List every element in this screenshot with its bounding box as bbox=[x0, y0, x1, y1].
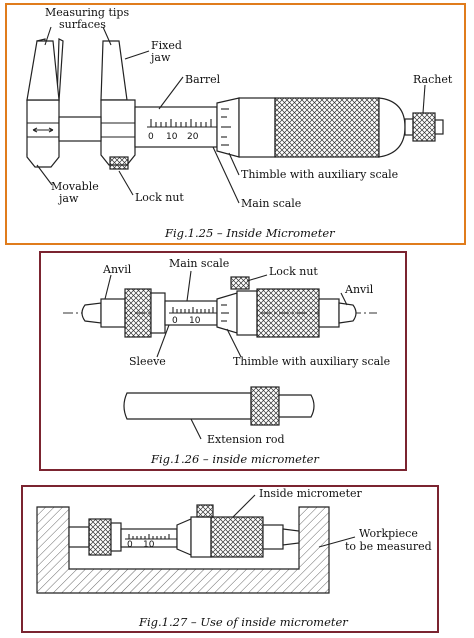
label-workpiece: Workpiece bbox=[359, 527, 418, 540]
fixed-jaw bbox=[100, 99, 136, 166]
figure-inside-micrometer-2: 0 10 Anvil Main scale Lock nut Anvil Sle… bbox=[39, 251, 407, 471]
label-movable: Movable bbox=[51, 180, 99, 193]
fig3-thimble-grip bbox=[210, 516, 264, 558]
fixed-jaw-tip bbox=[100, 40, 128, 101]
figure-caption: Fig.1.25 – Inside Micrometer bbox=[164, 226, 336, 240]
fig3-lock-nut bbox=[196, 504, 214, 518]
label-main-scale: Main scale bbox=[169, 257, 229, 270]
label-surfaces: surfaces bbox=[59, 18, 106, 31]
fig3-thimble bbox=[176, 518, 192, 556]
fig2-lock-nut bbox=[230, 276, 250, 290]
scale-number: 0 bbox=[148, 132, 154, 142]
scale-number: 10 bbox=[166, 132, 178, 142]
ratchet-end bbox=[434, 119, 444, 135]
label-anvil-left: Anvil bbox=[102, 263, 132, 276]
label-to-be-measured: to be measured bbox=[345, 540, 432, 553]
figure-inside-micrometer: 0 10 20 Measuring tips surfaces Fixed ja… bbox=[5, 3, 466, 245]
label-sleeve: Sleeve bbox=[129, 355, 166, 368]
scale-number: 10 bbox=[189, 316, 201, 326]
inside-micrometer-drawing: 0 10 20 Measuring tips surfaces Fixed ja… bbox=[26, 6, 453, 240]
scale-number: 0 bbox=[172, 316, 178, 326]
fig2-scale-ticks bbox=[172, 307, 214, 313]
movable-jaw-tip bbox=[26, 40, 60, 101]
thimble-ticks bbox=[221, 108, 231, 146]
lock-nut bbox=[109, 156, 129, 170]
right-anvil bbox=[338, 302, 357, 324]
label-thimble: Thimble with auxiliary scale bbox=[233, 355, 390, 368]
label-anvil-right: Anvil bbox=[344, 283, 374, 296]
fig3-left-nut bbox=[88, 518, 112, 556]
fig3-left-anvil bbox=[68, 526, 90, 548]
figure-caption: Fig.1.26 – inside micrometer bbox=[150, 452, 320, 466]
movable-jaw-body bbox=[26, 99, 60, 168]
left-collar bbox=[100, 298, 126, 328]
label-barrel: Barrel bbox=[185, 73, 221, 86]
main-scale-ticks bbox=[150, 119, 212, 127]
left-anvil bbox=[81, 302, 102, 324]
label-jaw: jaw bbox=[149, 51, 171, 64]
ratchet-neck bbox=[404, 118, 414, 136]
scale-number: 0 bbox=[127, 540, 133, 550]
extension-rod-collar bbox=[250, 386, 280, 426]
label-inside-micrometer: Inside micrometer bbox=[259, 487, 363, 500]
label-measuring-tips: Measuring tips bbox=[45, 6, 129, 19]
use-of-inside-micrometer-drawing: 0 10 Inside micrometer Workpiece to be m… bbox=[36, 487, 432, 629]
ratchet bbox=[412, 112, 436, 142]
label-lock-nut: Lock nut bbox=[269, 265, 318, 278]
scale-number: 20 bbox=[187, 132, 199, 142]
label-movable-jaw: jaw bbox=[57, 192, 79, 205]
label-thimble: Thimble with auxiliary scale bbox=[241, 168, 398, 181]
label-main-scale: Main scale bbox=[241, 197, 301, 210]
thimble-body bbox=[238, 97, 276, 158]
label-fixed: Fixed bbox=[151, 39, 182, 52]
scale-number: 10 bbox=[143, 540, 155, 550]
label-lock-nut: Lock nut bbox=[135, 191, 184, 204]
thimble-end bbox=[378, 97, 406, 158]
figure-caption: Fig.1.27 – Use of inside micrometer bbox=[138, 615, 349, 629]
label-rachet: Rachet bbox=[413, 73, 453, 86]
fig2-thimble-grip bbox=[256, 288, 320, 338]
extension-rod bbox=[123, 392, 252, 420]
label-extension-rod: Extension rod bbox=[207, 433, 285, 446]
jaw-connecting-bar bbox=[58, 116, 102, 142]
left-knurled-nut bbox=[124, 288, 152, 338]
right-collar bbox=[318, 298, 340, 328]
inside-micrometer-2-drawing: 0 10 Anvil Main scale Lock nut Anvil Sle… bbox=[63, 257, 390, 466]
fig3-scale-ticks bbox=[128, 534, 170, 539]
fig3-right-anvil bbox=[282, 528, 300, 546]
thimble-knurled-grip bbox=[274, 97, 380, 158]
figure-use-of-inside-micrometer: 0 10 Inside micrometer Workpiece to be m… bbox=[21, 485, 439, 633]
